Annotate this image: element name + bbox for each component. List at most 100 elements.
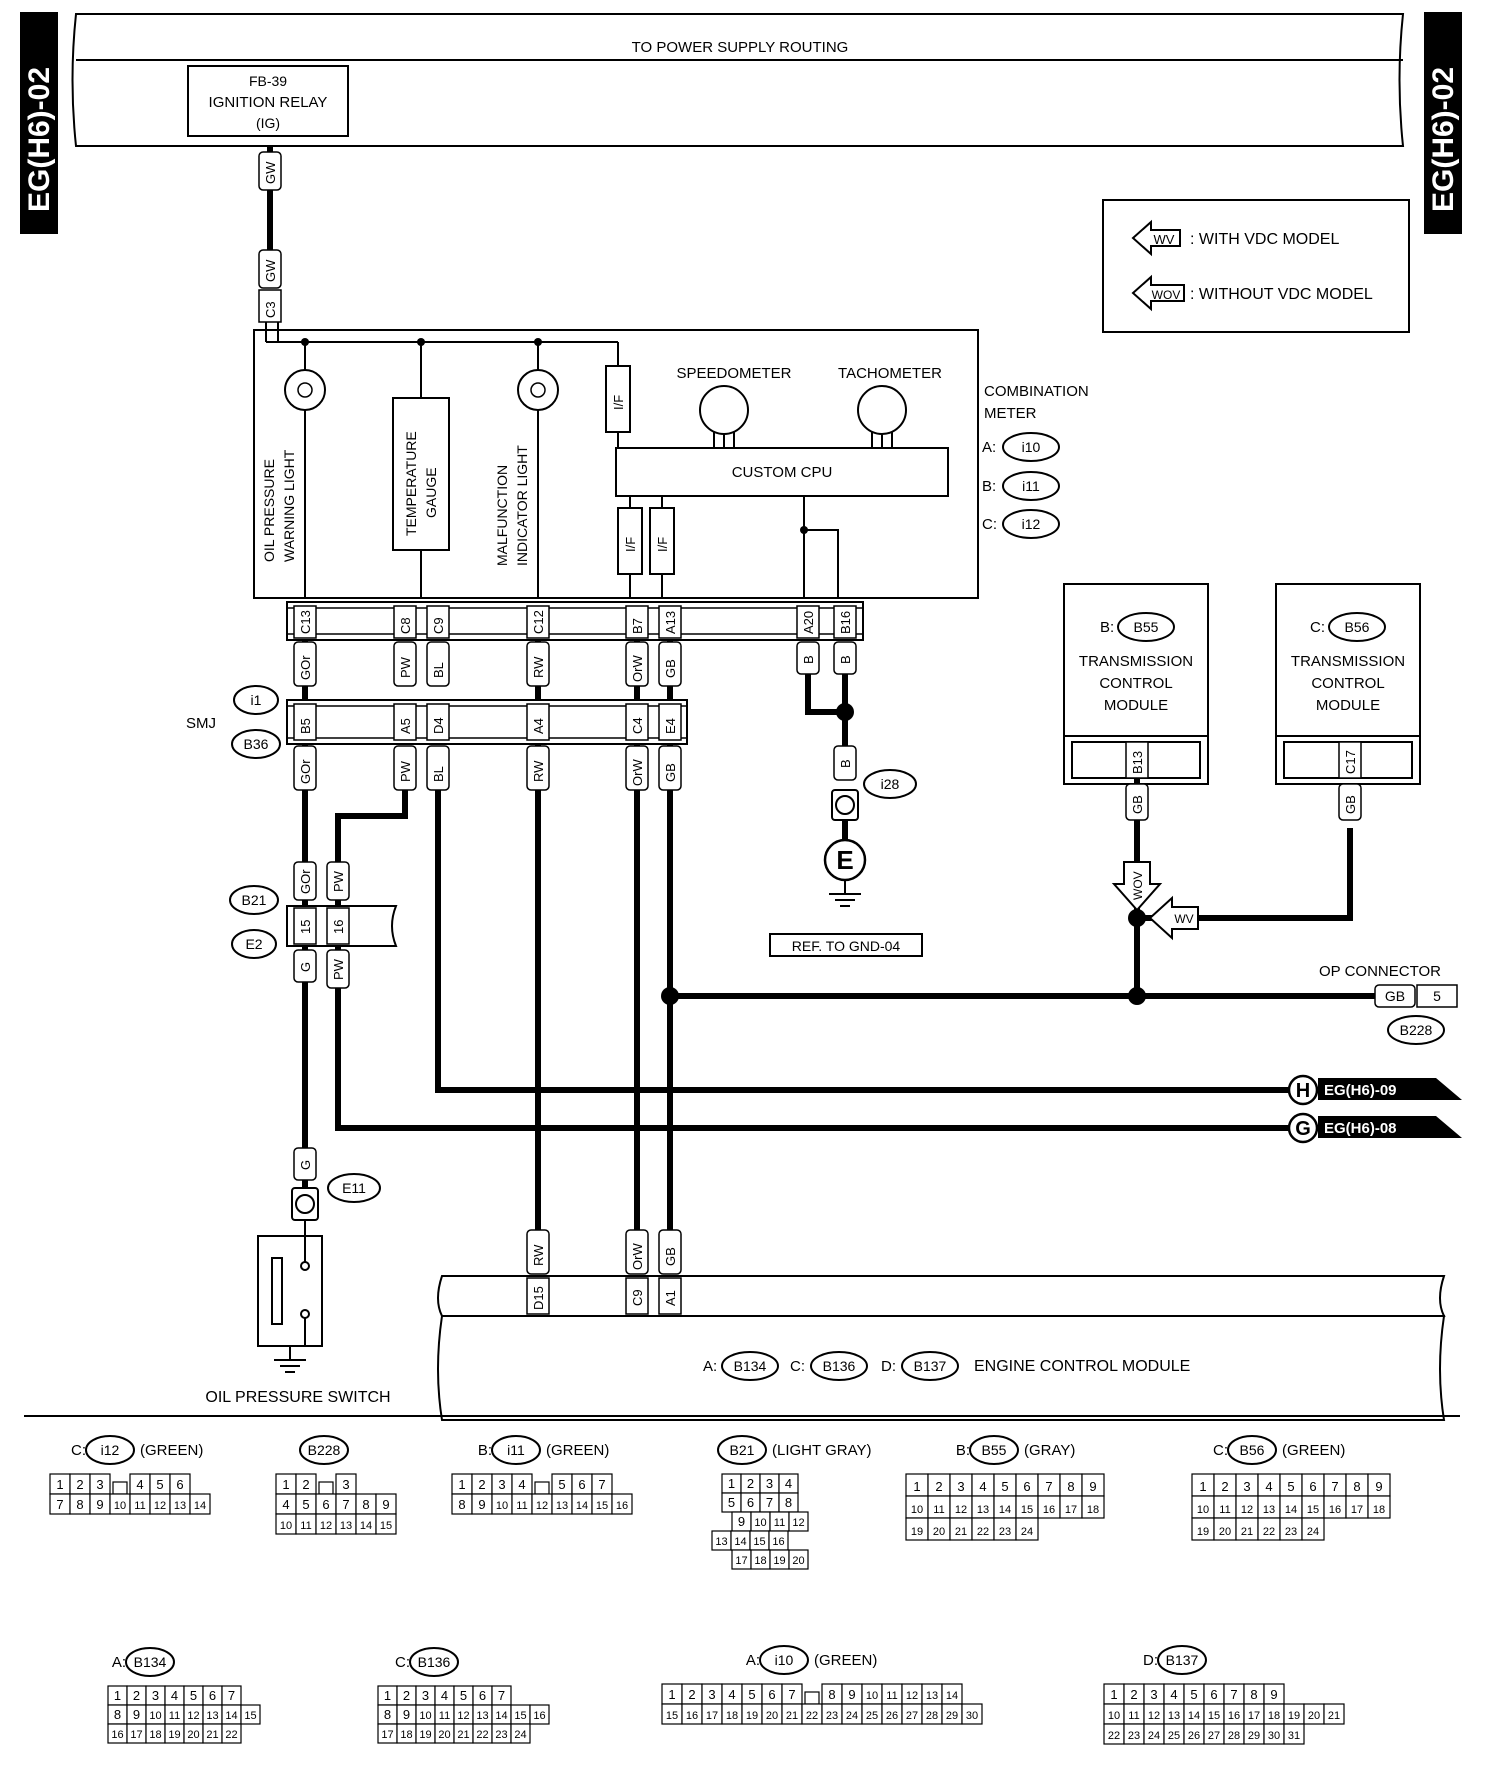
connector-cell — [1283, 1723, 1305, 1745]
wire-gw-c3-text: GW — [263, 259, 278, 282]
wire-b-b16-text: B — [838, 655, 853, 664]
wire-gor-meter: GOr — [293, 641, 317, 687]
ground-ref-box — [769, 933, 923, 957]
wire-pw-b21 — [326, 861, 350, 901]
connector-cell — [221, 1723, 242, 1744]
connector-pin-number: 25 — [866, 1710, 878, 1722]
connector-pin-number: 3 — [342, 1477, 349, 1492]
legend-wv-code: WV — [1154, 232, 1175, 247]
connector-pin-number: 8 — [384, 1707, 391, 1722]
oil-switch-label: OIL PRESSURE SWITCH — [205, 1389, 390, 1406]
connector-pin-number: 20 — [1219, 1526, 1231, 1538]
connector-pin-number: 13 — [926, 1690, 938, 1702]
connector-pin-number: 3 — [957, 1479, 964, 1494]
connector-pin-number: 13 — [715, 1536, 727, 1548]
offpage-h: H EG(H6)-09 — [1287, 1074, 1462, 1106]
connector-pin-number: 5 — [728, 1495, 735, 1510]
connector-pin-number: 4 — [1170, 1687, 1177, 1702]
connector-cell — [1323, 1703, 1345, 1725]
wire-rw-ecm — [526, 1229, 550, 1275]
meter-ref-c: C: i12 — [982, 509, 1060, 539]
mil-label-1: MALFUNCTION — [494, 465, 510, 566]
connector-pin-number: 23 — [1128, 1730, 1140, 1742]
connector-pin-number: 7 — [1045, 1479, 1052, 1494]
connector-pin-number: 17 — [1351, 1504, 1363, 1516]
wire-gb-meter: GB — [658, 641, 682, 687]
connector-pin-number: 21 — [457, 1729, 469, 1741]
connector-pin-number: 12 — [906, 1690, 918, 1702]
smj-pins: B5 A5 D4 A4 C4 E4 — [293, 703, 682, 741]
meter-pin-c8: C8 — [393, 605, 417, 639]
connector-pin-number: 14 — [1188, 1710, 1200, 1722]
wire-gw-relay-text: GW — [263, 161, 278, 184]
ecm-ref-d-prefix: D: — [881, 1358, 896, 1375]
connector-pin-number: 10 — [496, 1500, 508, 1512]
ignition-relay-line2: IGNITION RELAY — [209, 94, 328, 111]
wire-g-e11-text: G — [298, 1160, 313, 1170]
connector-pin-number: 4 — [785, 1476, 792, 1491]
connector-view-color: (GRAY) — [1024, 1442, 1075, 1459]
connector-pin-number: 16 — [772, 1536, 784, 1548]
connector-pin-number: 21 — [786, 1710, 798, 1722]
connector-pin-number: 22 — [225, 1729, 237, 1741]
connector-pin-number: 6 — [1210, 1687, 1217, 1702]
connector-pin-number: 11 — [300, 1520, 311, 1532]
connector-pin-number: 17 — [706, 1710, 718, 1722]
connector-pin-number: 17 — [735, 1555, 747, 1567]
power-supply-band: TO POWER SUPPLY ROUTING FB-39 IGNITION R… — [71, 13, 1405, 147]
connector-code-oval — [85, 1435, 135, 1465]
connector-pin-number: 1 — [114, 1688, 121, 1703]
tcm-b56-line2: CONTROL — [1311, 675, 1384, 692]
smj-wire-labels: GOr PW BL RW OrW GB — [293, 745, 682, 791]
connector-pin-number: 7 — [788, 1687, 795, 1702]
connector-pin-number: 22 — [977, 1526, 989, 1538]
page-tag-left: EG(H6)-02 — [20, 12, 58, 234]
meter-connector-band — [286, 601, 864, 641]
connector-view-color: (LIGHT GRAY) — [772, 1442, 871, 1459]
connector-pin-number: 19 — [746, 1710, 758, 1722]
wire-orw-smj: OrW — [625, 745, 649, 791]
b21-pin-16: 16 — [331, 920, 346, 934]
connector-pin-number: 14 — [946, 1690, 958, 1702]
legend-wov-text: : WITHOUT VDC MODEL — [1190, 286, 1373, 303]
connector-pin-number: 24 — [1148, 1730, 1160, 1742]
connector-pin-number: 14 — [1285, 1504, 1297, 1516]
connector-pin-number: 28 — [926, 1710, 938, 1722]
connector-pin-number: 10 — [911, 1504, 923, 1516]
connector-pin-number: 11 — [516, 1500, 527, 1512]
connector-pin-number: 13 — [340, 1520, 352, 1532]
wire-orw-ecm-text: OrW — [630, 1243, 645, 1270]
connector-pin-number: 1 — [56, 1477, 63, 1492]
connector-pin-number: 4 — [171, 1688, 178, 1703]
meter-pin-labels: C13 C8 C9 C12 B7 A13 A20 B16 — [293, 605, 857, 639]
wire-orw-meter-text: OrW — [630, 655, 645, 682]
wire-gb-meter-text: GB — [663, 659, 678, 678]
smj-pin-e4-text: E4 — [663, 718, 678, 734]
ecm-pin-a1: A1 — [663, 1290, 678, 1306]
connector-pin-number: 3 — [1150, 1687, 1157, 1702]
connector-pin-number: 4 — [518, 1477, 525, 1492]
meter-pin-c13: C13 — [293, 605, 317, 639]
connector-pin-number: 6 — [1023, 1479, 1030, 1494]
tcm-b55-pin: B13 — [1130, 751, 1145, 774]
connector-cell — [611, 1493, 633, 1515]
ground-code-oval — [863, 769, 917, 799]
connector-pin-number: 19 — [1197, 1526, 1209, 1538]
wire-bl-meter: BL — [426, 641, 450, 687]
meter-pin-c13-text: C13 — [298, 610, 313, 634]
tcm-b56-line3: MODULE — [1316, 697, 1380, 714]
connector-pin-number: 19 — [419, 1729, 431, 1741]
connector-pin-number: 20 — [187, 1729, 199, 1741]
op-connector-label: OP CONNECTOR — [1319, 963, 1441, 980]
custom-cpu-label: CUSTOM CPU — [732, 464, 833, 481]
wv-arrow-marker-text: WV — [1174, 912, 1193, 926]
connector-pin-number: 10 — [866, 1690, 878, 1702]
connector-pin-number: 28 — [1228, 1730, 1240, 1742]
connector-pin-number: 3 — [152, 1688, 159, 1703]
connector-view-prefix: C: — [71, 1442, 86, 1459]
meter-pin-b16: B16 — [833, 605, 857, 639]
malfunction-lamp-icon — [517, 369, 559, 411]
connector-pin-number: 5 — [460, 1688, 467, 1703]
